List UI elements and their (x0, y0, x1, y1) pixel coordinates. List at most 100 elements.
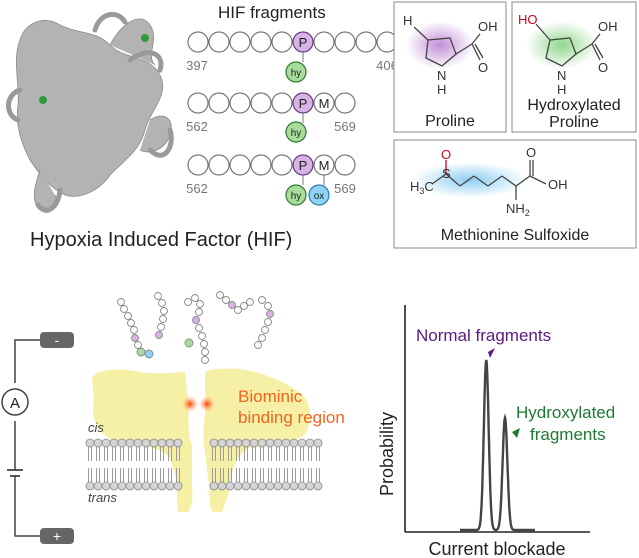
methionine-residue-label: M (319, 96, 330, 111)
lipid-head (117, 438, 127, 448)
lipid-head (273, 481, 283, 491)
hydroxyproline-atom-o: O (598, 60, 608, 75)
x-axis-label: Current blockade (428, 539, 565, 558)
hydroxyproline-name-line2: Proline (549, 114, 599, 131)
lipid-head (85, 438, 95, 448)
proline-atom-n: N (437, 68, 446, 83)
oxidation-mod (308, 184, 330, 206)
hydroxyl-mod (285, 184, 307, 206)
lipid-head (305, 481, 315, 491)
methionine-sulfoxide-name: Methionine Sulfoxide (441, 227, 590, 244)
protein-site-green-2 (39, 96, 47, 104)
probability-chart: Probability Current blockade Normal frag… (377, 305, 615, 558)
hydroxylated-fragments-label-line1: Hydroxylated (516, 403, 615, 422)
peptide-chain (154, 292, 168, 339)
peptide-chains (117, 291, 274, 364)
methionine-sulfoxide-box: O H3C S O OH NH2 Methionine Sulfoxide (393, 139, 637, 249)
lipid-head (209, 438, 219, 448)
peptide-chain (254, 296, 274, 349)
methionine-residue (313, 92, 335, 114)
binding-region-label-line1: Biominic (238, 387, 303, 406)
protein-caption: Hypoxia Induced Factor (HIF) (30, 229, 292, 251)
hydroxyproline-atom-oh: OH (598, 19, 618, 34)
peptide-chain (184, 294, 209, 364)
trans-label: trans (88, 490, 117, 505)
fragment-start: 562 (186, 181, 208, 196)
hydroxyl-mod-label: hy (291, 191, 302, 202)
fragment-row-2: P M hy 562 569 (186, 92, 356, 143)
lipid-head (273, 438, 283, 448)
lipid-head (313, 481, 323, 491)
lipid-head (149, 438, 159, 448)
lipid-head (305, 438, 315, 448)
lipid-head (141, 438, 151, 448)
ammeter-label: A (10, 395, 20, 412)
normal-fragments-arrow (488, 348, 495, 358)
positive-electrode-label: + (53, 528, 61, 544)
lipid-head (289, 481, 299, 491)
binding-site (182, 396, 198, 412)
fragments-diagram: P hy 397 406 P M hy 562 569 (186, 31, 398, 206)
lipid-head (141, 481, 151, 491)
hydroxylated-fragments-arrow (512, 428, 520, 438)
peptide-chain (117, 298, 154, 359)
lipid-head (165, 481, 175, 491)
hydroxyproline-name-line1: Hydroxylated (527, 97, 620, 114)
fragment-end: 569 (334, 119, 356, 134)
hydroxyl-mod-label: hy (291, 128, 302, 139)
methionine-residue-label: M (319, 158, 330, 173)
lipid-head (85, 481, 95, 491)
lipid-membrane (85, 438, 323, 491)
negative-electrode (40, 332, 74, 348)
proline-atom-h: H (403, 13, 412, 28)
lipid-head (233, 481, 243, 491)
lipid-head (109, 438, 119, 448)
lipid-head (257, 481, 267, 491)
fragment-end: 569 (334, 181, 356, 196)
hydroxyl-mod-label: hy (291, 68, 302, 79)
oxidation-mod-label: ox (314, 191, 325, 202)
lipid-head (165, 438, 175, 448)
lipid-head (225, 438, 235, 448)
lipid-head (157, 438, 167, 448)
fragment-start: 397 (186, 58, 208, 73)
proline-residue-label: P (299, 35, 308, 50)
lipid-head (125, 481, 135, 491)
lipid-head (133, 438, 143, 448)
fragment-row-3: P M hy ox 562 569 (186, 154, 356, 206)
proline-box: H OH O N H Proline (393, 1, 507, 133)
lipid-head (233, 438, 243, 448)
y-axis-label: Probability (377, 412, 397, 496)
lipid-head (297, 438, 307, 448)
hydroxyl-mod (285, 61, 307, 83)
positive-electrode (40, 528, 74, 544)
lipid-head (217, 481, 227, 491)
lipid-head (93, 438, 103, 448)
lipid-head (289, 438, 299, 448)
cis-label: cis (88, 420, 104, 435)
hydroxyproline-atom-n: N (557, 68, 566, 83)
methionine-sulfoxide-atom-h3c: H3C (410, 179, 434, 196)
lipid-head (173, 481, 183, 491)
lipid-head (93, 481, 103, 491)
lipid-head (281, 481, 291, 491)
lipid-head (125, 438, 135, 448)
lipid-head (149, 481, 159, 491)
protein-site-green-1 (141, 34, 149, 42)
lipid-head (217, 438, 227, 448)
proline-residue-label: P (299, 96, 308, 111)
proline-residue-label: P (299, 158, 308, 173)
lipid-head (101, 438, 111, 448)
lipid-head (173, 438, 183, 448)
methionine-sulfoxide-atom-nh2: NH2 (506, 201, 530, 218)
hydroxyproline-box: HO OH O N H Hydroxylated Proline (511, 1, 637, 133)
lipid-head (241, 438, 251, 448)
lipid-head (133, 481, 143, 491)
methionine-sulfoxide-atom-o: O (526, 145, 536, 160)
circuit: A - + (1, 332, 74, 544)
ammeter-icon (1, 388, 29, 416)
fragment-end: 406 (376, 58, 398, 73)
peptide-chain (216, 291, 254, 314)
lipid-head (241, 481, 251, 491)
distribution-curve (460, 359, 535, 532)
